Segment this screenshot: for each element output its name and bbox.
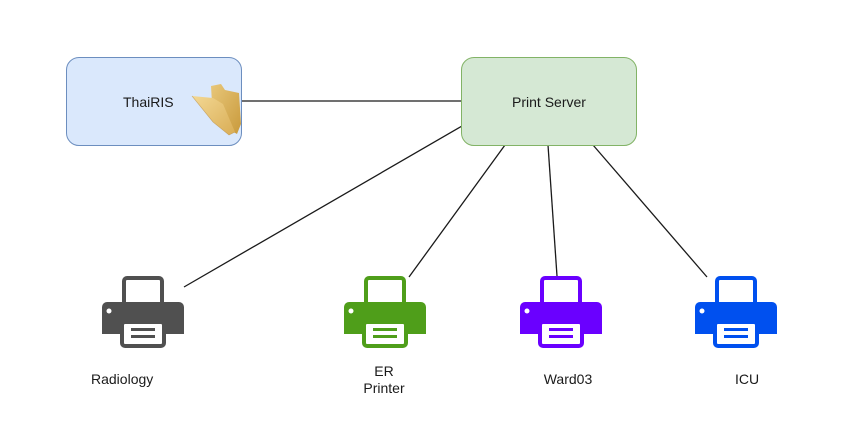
thairis-label: ThaiRIS <box>123 94 174 110</box>
folder-icon <box>191 84 241 136</box>
er-printer-label: ER Printer <box>344 363 424 397</box>
printer-icon <box>695 276 777 348</box>
ward03-label: Ward03 <box>543 371 593 387</box>
edge-print-server-ward03 <box>547 144 558 277</box>
printer-icon <box>102 276 184 348</box>
print-server-node[interactable]: Print Server <box>461 57 637 146</box>
printer-icu[interactable] <box>694 276 778 348</box>
print-server-label: Print Server <box>512 93 586 110</box>
printer-icon <box>344 276 426 348</box>
radiology-label: Radiology <box>91 371 154 387</box>
er-printer-label-line2: Printer <box>363 380 405 396</box>
printer-er[interactable] <box>343 276 427 348</box>
edge-print-server-radiology <box>183 125 463 288</box>
edge-print-server-icu <box>592 144 708 278</box>
er-printer-label-line1: ER <box>374 363 394 379</box>
printer-icon <box>520 276 602 348</box>
printer-radiology[interactable] <box>101 276 185 348</box>
thairis-node[interactable]: ThaiRIS <box>66 57 242 146</box>
printer-ward03[interactable] <box>519 276 603 348</box>
edge-print-server-er-printer <box>408 144 506 278</box>
icu-label: ICU <box>734 371 760 387</box>
